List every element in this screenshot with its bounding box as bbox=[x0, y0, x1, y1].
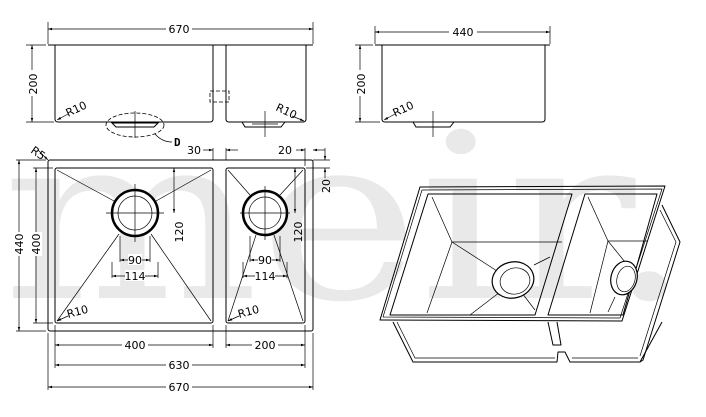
radius-r10-plan-right: R10 bbox=[236, 303, 260, 321]
dim-drain-inner-left: 90 bbox=[128, 254, 142, 267]
dim-400-width: 400 bbox=[125, 339, 146, 352]
dim-drain-offset-left: 120 bbox=[173, 222, 186, 243]
side-view-double: 670 200 R10 R10 D bbox=[26, 22, 314, 149]
dim-200-width: 200 bbox=[255, 339, 276, 352]
dim-drain-outer-right: 114 bbox=[255, 270, 276, 283]
dim-670-width: 670 bbox=[169, 381, 190, 394]
dim-670-top: 670 bbox=[169, 23, 190, 36]
dim-divider-30: 30 bbox=[187, 144, 201, 157]
dim-drain-offset-right: 120 bbox=[292, 222, 305, 243]
isometric-view bbox=[379, 185, 681, 363]
dim-drain-outer-left: 114 bbox=[125, 270, 146, 283]
dim-200-side-single: 200 bbox=[355, 74, 368, 95]
dim-rim-right-20: 20 bbox=[278, 144, 292, 157]
watermark-logo: meir. bbox=[2, 86, 692, 353]
detail-label-d: D bbox=[174, 136, 181, 149]
plan-view: 90 114 120 R10 90 114 120 R10 bbox=[13, 144, 333, 394]
dim-drain-inner-right: 90 bbox=[258, 254, 272, 267]
radius-r10-plan-left: R10 bbox=[65, 303, 89, 321]
dim-rim-top-20: 20 bbox=[320, 179, 333, 193]
dim-440-depth: 440 bbox=[13, 234, 26, 255]
dim-400-depth: 400 bbox=[30, 234, 43, 255]
dim-440-top: 440 bbox=[453, 26, 474, 39]
dim-630-width: 630 bbox=[169, 359, 190, 372]
dim-200-side: 200 bbox=[27, 74, 40, 95]
